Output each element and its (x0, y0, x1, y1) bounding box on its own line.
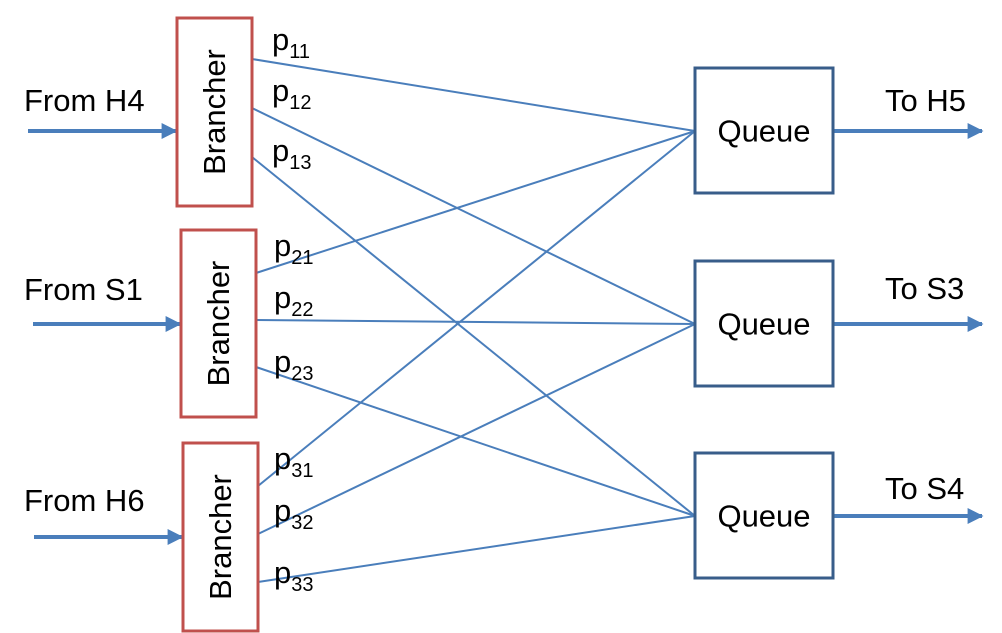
prob-label-11: p11 (272, 22, 310, 63)
edge-1-3 (251, 156, 696, 517)
output-label-2: To S3 (885, 271, 964, 306)
brancher-2: Brancher (179, 228, 258, 419)
edge-2-1 (255, 130, 696, 274)
edge-2-3 (255, 366, 696, 517)
queue-2-label: Queue (717, 307, 810, 342)
queue-1: Queue (693, 66, 835, 195)
prob-label-33: p33 (274, 555, 314, 596)
input-label-1: From H4 (24, 83, 145, 118)
prob-label-13: p13 (272, 133, 312, 174)
prob-label-22: p22 (274, 280, 314, 321)
queue-3: Queue (693, 451, 835, 580)
output-label-3: To S4 (885, 471, 964, 506)
queue-3-label: Queue (717, 499, 810, 534)
edge-2-2 (255, 319, 696, 325)
queue-1-label: Queue (717, 114, 810, 149)
edge-1-1 (251, 58, 696, 132)
edge-3-2 (257, 323, 696, 535)
brancher-3-label: Brancher (203, 474, 238, 600)
prob-label-21: p21 (274, 228, 314, 269)
brancher-3: Brancher (181, 441, 260, 633)
input-label-3: From H6 (24, 483, 145, 518)
input-label-2: From S1 (24, 272, 143, 307)
output-label-1: To H5 (885, 83, 966, 118)
branch-connections (251, 58, 696, 583)
edge-3-1 (257, 130, 696, 487)
prob-label-32: p32 (274, 493, 314, 534)
edge-3-3 (257, 515, 696, 583)
edge-1-2 (251, 107, 696, 325)
queue-2: Queue (693, 259, 835, 388)
prob-label-12: p12 (272, 73, 312, 114)
brancher-1-label: Brancher (197, 49, 232, 175)
brancher-2-label: Brancher (201, 261, 236, 387)
prob-label-23: p23 (274, 344, 314, 385)
prob-label-31: p31 (274, 441, 314, 482)
brancher-1: Brancher (175, 16, 254, 208)
